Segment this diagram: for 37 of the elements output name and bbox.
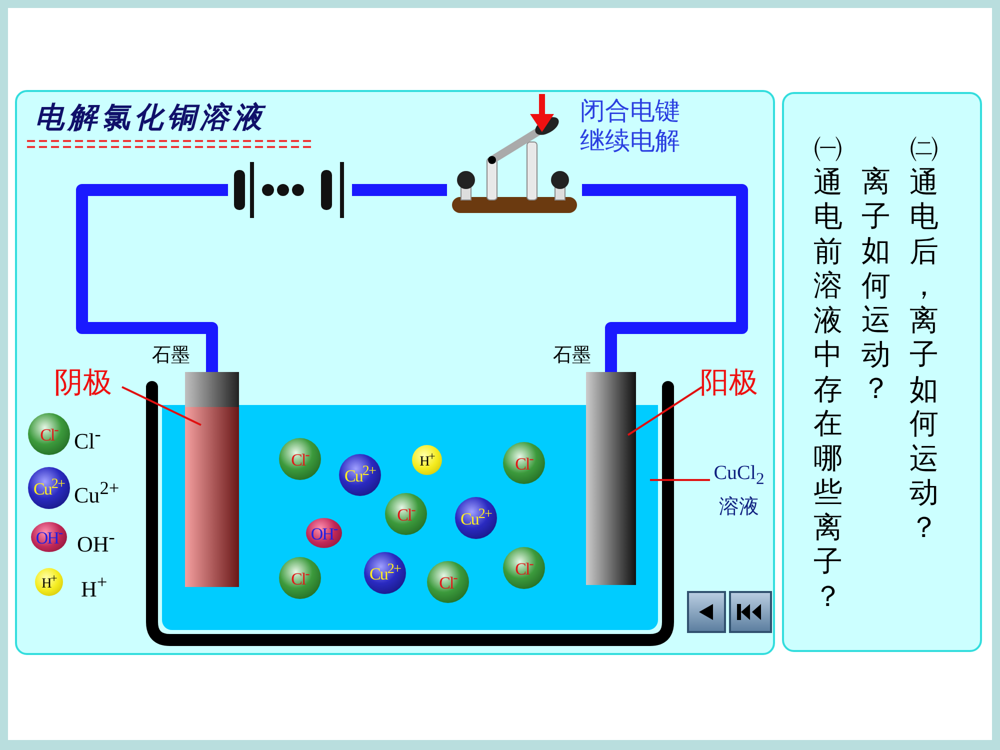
title-text: 电解氯化铜溶液 (35, 99, 266, 136)
ion-ball: Cl$^{-}$ (503, 442, 545, 484)
ion-label: Cu$^{2+}$ (74, 477, 120, 510)
leader-line (650, 479, 710, 481)
ion-ball: Cl$^{-}$ (427, 561, 469, 603)
ion-ball: Cl$^{-}$ (503, 547, 545, 589)
ion-ball: OH$^{-}$ (306, 518, 342, 548)
ion-ball: OH$^{-}$ (31, 522, 67, 552)
electrode-label: 石墨 (152, 343, 190, 368)
instruction-text: 闭合电键继续电解 (580, 96, 681, 156)
question-text: 离子如何运动？ (860, 164, 892, 406)
electrode (586, 372, 636, 585)
wire (352, 184, 447, 196)
question-text: ㈠通电前溶液中存在哪些离子？ (812, 130, 844, 613)
ion-ball: Cu$^{2+}$ (339, 454, 381, 496)
leader-line (627, 386, 703, 436)
pole-label: 阴极 (54, 362, 124, 402)
pole-label: 阳极 (700, 362, 770, 402)
ion-ball: Cl$^{-}$ (385, 493, 427, 535)
ion-ball: Cu$^{2+}$ (364, 552, 406, 594)
solution-label: CuCl$_{2}$溶液 (708, 459, 770, 517)
ion-ball: Cl$^{-}$ (279, 557, 321, 599)
panel (15, 90, 775, 655)
ion-ball: Cl$^{-}$ (279, 438, 321, 480)
ion-label: H$^{+}$ (81, 571, 108, 604)
ion-ball: Cl$^{-}$ (28, 413, 70, 455)
question-text: ㈡通电后，离子如何运动？ (908, 130, 940, 544)
leader-line (122, 386, 202, 426)
ion-ball: Cu$^{2+}$ (28, 467, 70, 509)
panel (782, 92, 982, 652)
ion-label: Cl$^{-}$ (74, 423, 101, 456)
electrode (185, 372, 239, 587)
ion-ball: H$^{+}$ (35, 568, 63, 596)
electrode-label: 石墨 (553, 343, 591, 368)
ion-label: OH$^{-}$ (77, 526, 115, 558)
ion-ball: H$^{+}$ (412, 445, 442, 475)
ion-ball: Cu$^{2+}$ (455, 497, 497, 539)
